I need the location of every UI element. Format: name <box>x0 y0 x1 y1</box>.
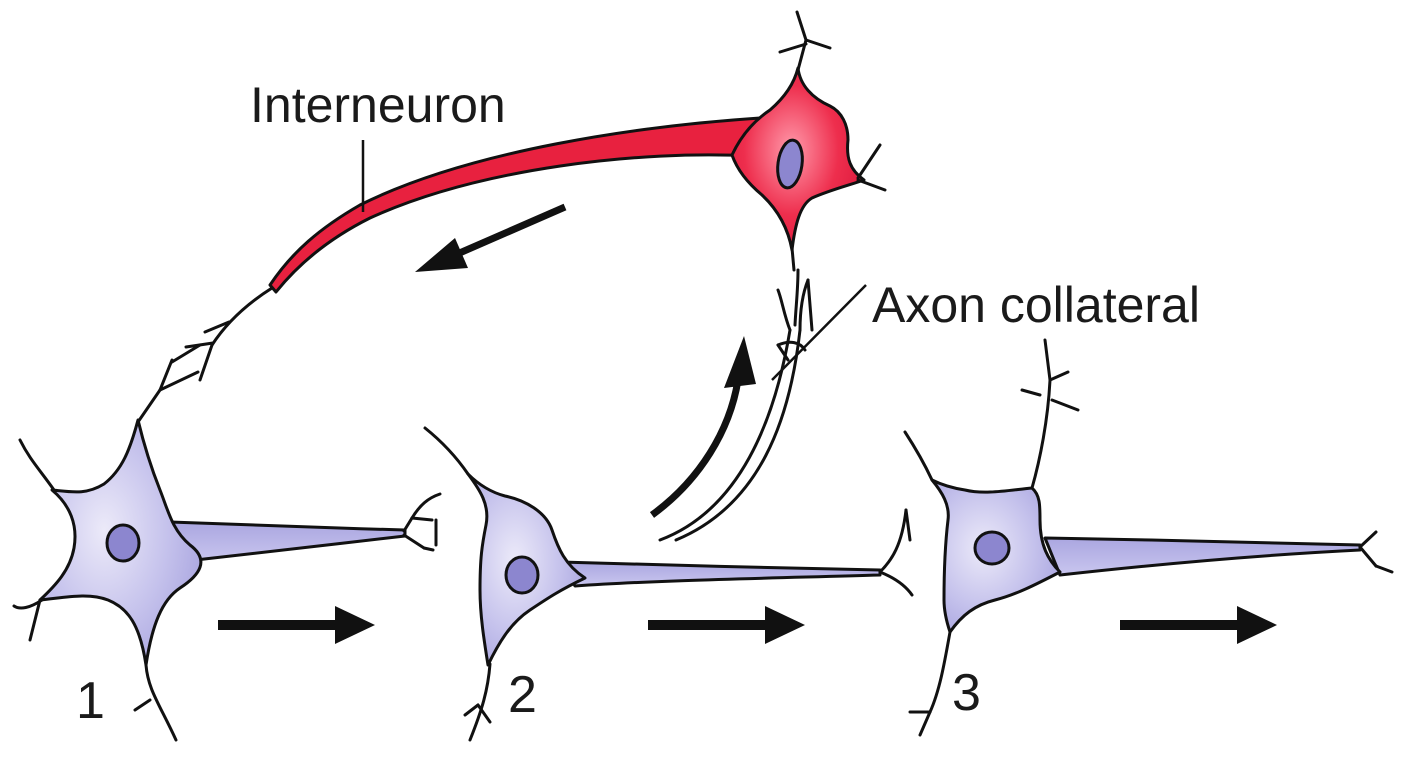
neuron-1-nucleus <box>107 525 139 561</box>
axon-collateral <box>660 270 812 540</box>
interneuron-label: Interneuron <box>250 77 506 133</box>
arrow-forward-2 <box>648 606 805 644</box>
neuron-3-number: 3 <box>952 664 981 722</box>
interneuron <box>186 12 885 380</box>
arrow-forward-3 <box>1120 606 1277 644</box>
axon-collateral-label: Axon collateral <box>872 277 1200 333</box>
arrow-forward-1 <box>218 606 375 644</box>
neuron-1-number: 1 <box>76 672 105 730</box>
neuron-2-number: 2 <box>508 666 537 724</box>
arrow-interneuron-direction <box>415 207 565 272</box>
neuron-2-nucleus <box>506 557 538 593</box>
neuron-2 <box>425 428 912 740</box>
arrow-collateral-direction <box>652 336 756 515</box>
interneuron-axon <box>270 118 760 292</box>
axon-collateral-leader <box>772 285 866 380</box>
neuron-3-nucleus <box>975 532 1009 564</box>
